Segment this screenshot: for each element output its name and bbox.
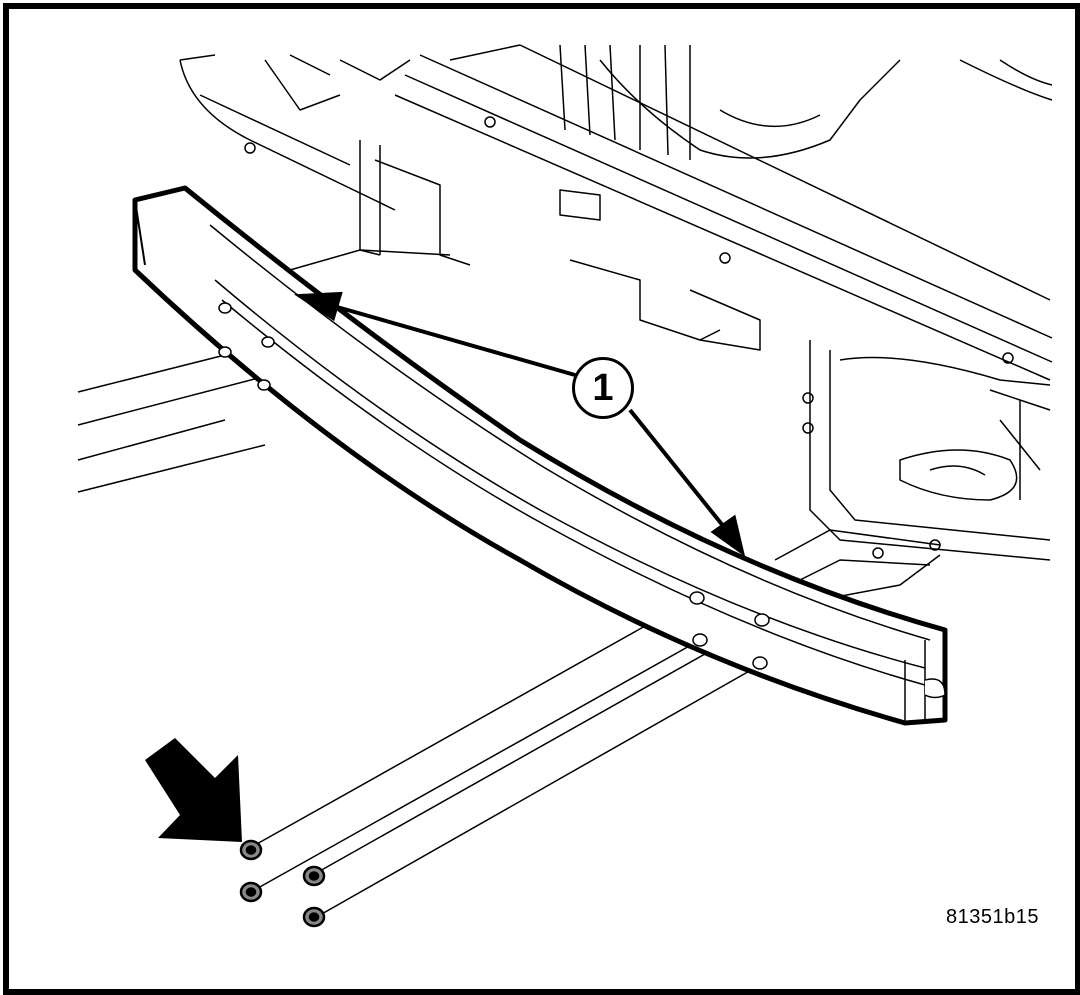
fastener-nuts [239, 839, 326, 928]
hex-nut-icon [239, 839, 263, 861]
callout-leaders [293, 291, 746, 557]
block-arrow-down-right-icon [145, 738, 242, 842]
vehicle-frame-structure [179, 44, 1053, 601]
hex-nut-icon [239, 881, 263, 903]
bumper-reinforcement-beam [132, 185, 948, 726]
figure-code: 81351b15 [946, 906, 1039, 928]
hex-nut-icon [302, 906, 326, 928]
hex-nut-icon [302, 865, 326, 887]
callout-label: 1 [592, 366, 614, 409]
extension-lines [77, 354, 761, 916]
callout-number-1: 1 [572, 357, 634, 419]
